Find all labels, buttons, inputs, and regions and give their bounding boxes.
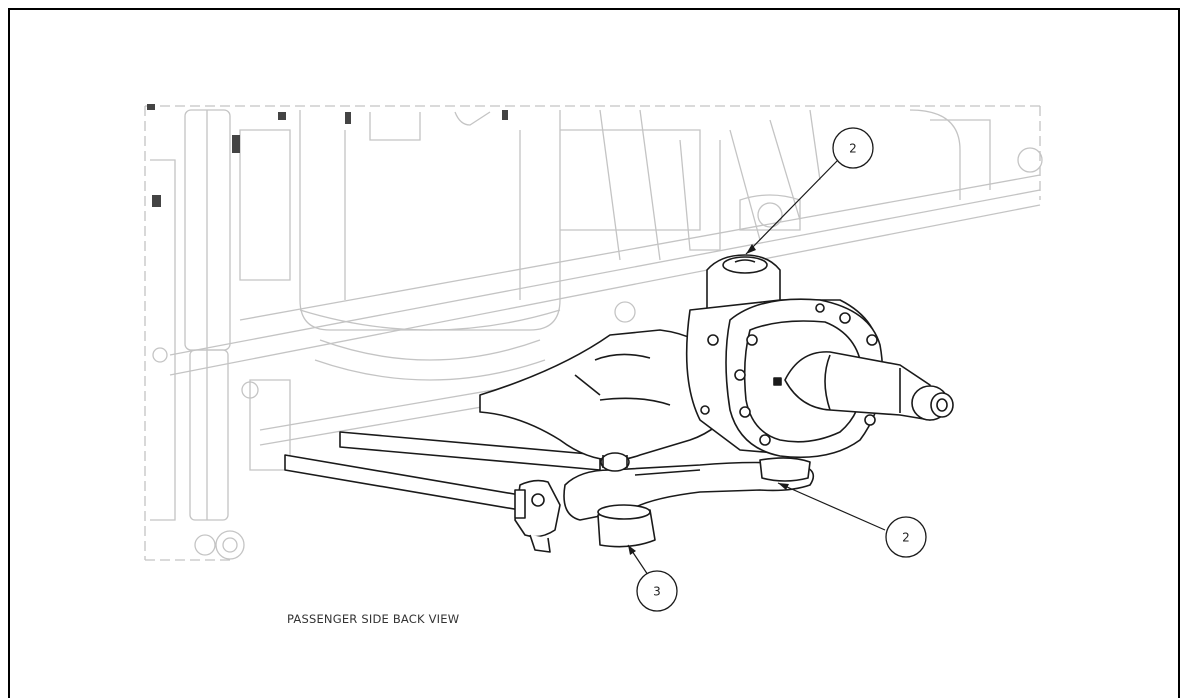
callout-lower-ball-joint-label: 2 <box>902 531 910 545</box>
callout-upper-ball-joint-label: 2 <box>849 142 857 156</box>
figure-frame <box>8 8 1180 698</box>
callout-tie-rod-end-label: 3 <box>653 585 661 599</box>
view-caption: PASSENGER SIDE BACK VIEW <box>287 612 460 626</box>
background-fasteners <box>147 104 508 207</box>
callout-upper-ball-joint: 2 <box>832 127 874 169</box>
leader-arrowheads <box>628 244 789 555</box>
leader-lower-2 <box>777 482 886 531</box>
callout-lower-ball-joint: 2 <box>885 516 927 558</box>
leader-upper-2 <box>745 159 839 255</box>
front-axle-assembly <box>284 254 954 553</box>
background-chassis <box>144 105 1043 561</box>
callout-tie-rod-end: 3 <box>636 570 678 612</box>
